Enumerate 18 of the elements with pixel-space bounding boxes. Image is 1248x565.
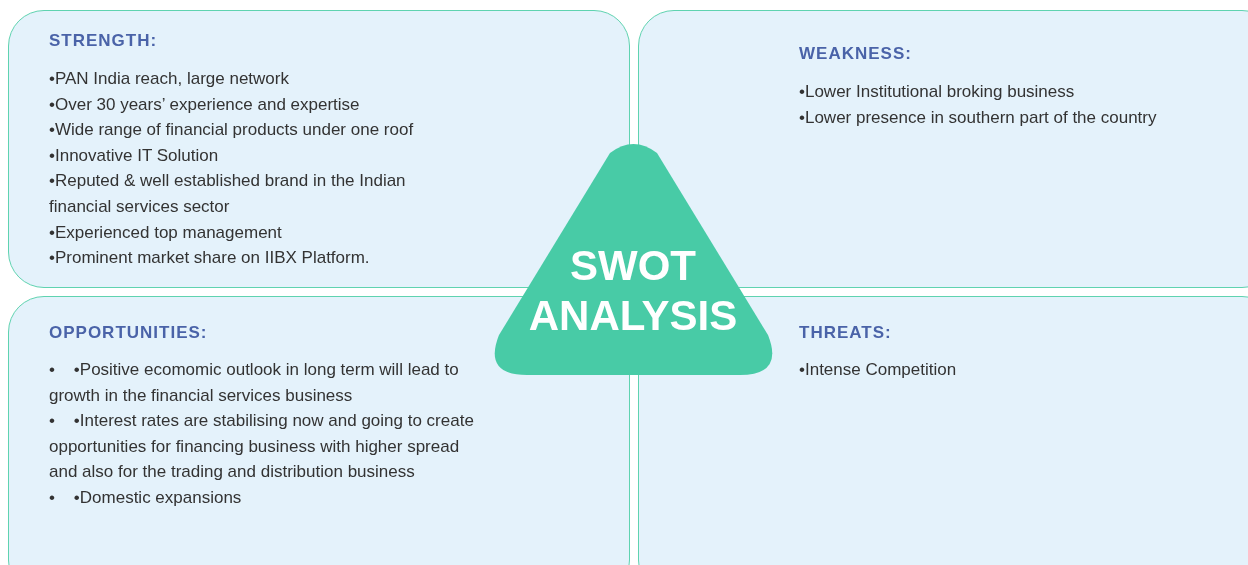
bullet-item: •Intense Competition bbox=[799, 359, 958, 381]
section-heading: THREATS: bbox=[799, 323, 892, 343]
bullet-item: •Lower Institutional broking business bbox=[799, 81, 1076, 103]
bullet-item: •Innovative IT Solution bbox=[49, 144, 220, 167]
bullet-item: •Prominent market share on IIBX Platform. bbox=[49, 247, 371, 270]
bullet-item: • •Domestic expansions bbox=[49, 486, 243, 509]
center-title: SWOT ANALYSIS bbox=[527, 241, 739, 341]
section-heading: OPPORTUNITIES: bbox=[49, 323, 208, 343]
bullet-item: •Wide range of financial products under one roof bbox=[49, 119, 415, 142]
section-heading: STRENGTH: bbox=[49, 31, 158, 51]
section-heading: WEAKNESS: bbox=[799, 44, 912, 64]
bullet-item: •Lower presence in southern part of the country bbox=[799, 106, 1158, 129]
bullet-item: •Over 30 years’ experience and expertise bbox=[49, 93, 361, 116]
bullet-item: •Reputed & well established brand in the Indian financial services sector bbox=[49, 170, 407, 218]
bullet-item: •PAN India reach, large network bbox=[49, 68, 290, 90]
bullet-item: • •Positive ecomomic outlook in long term will lead to growth in the financial services business bbox=[49, 359, 460, 407]
bullet-item: • •Interest rates are stabilising now and going to create opportunities for financing business with higher spread and also for the trading and distribution business bbox=[49, 410, 475, 484]
bullet-item: •Experienced top management bbox=[49, 221, 283, 244]
